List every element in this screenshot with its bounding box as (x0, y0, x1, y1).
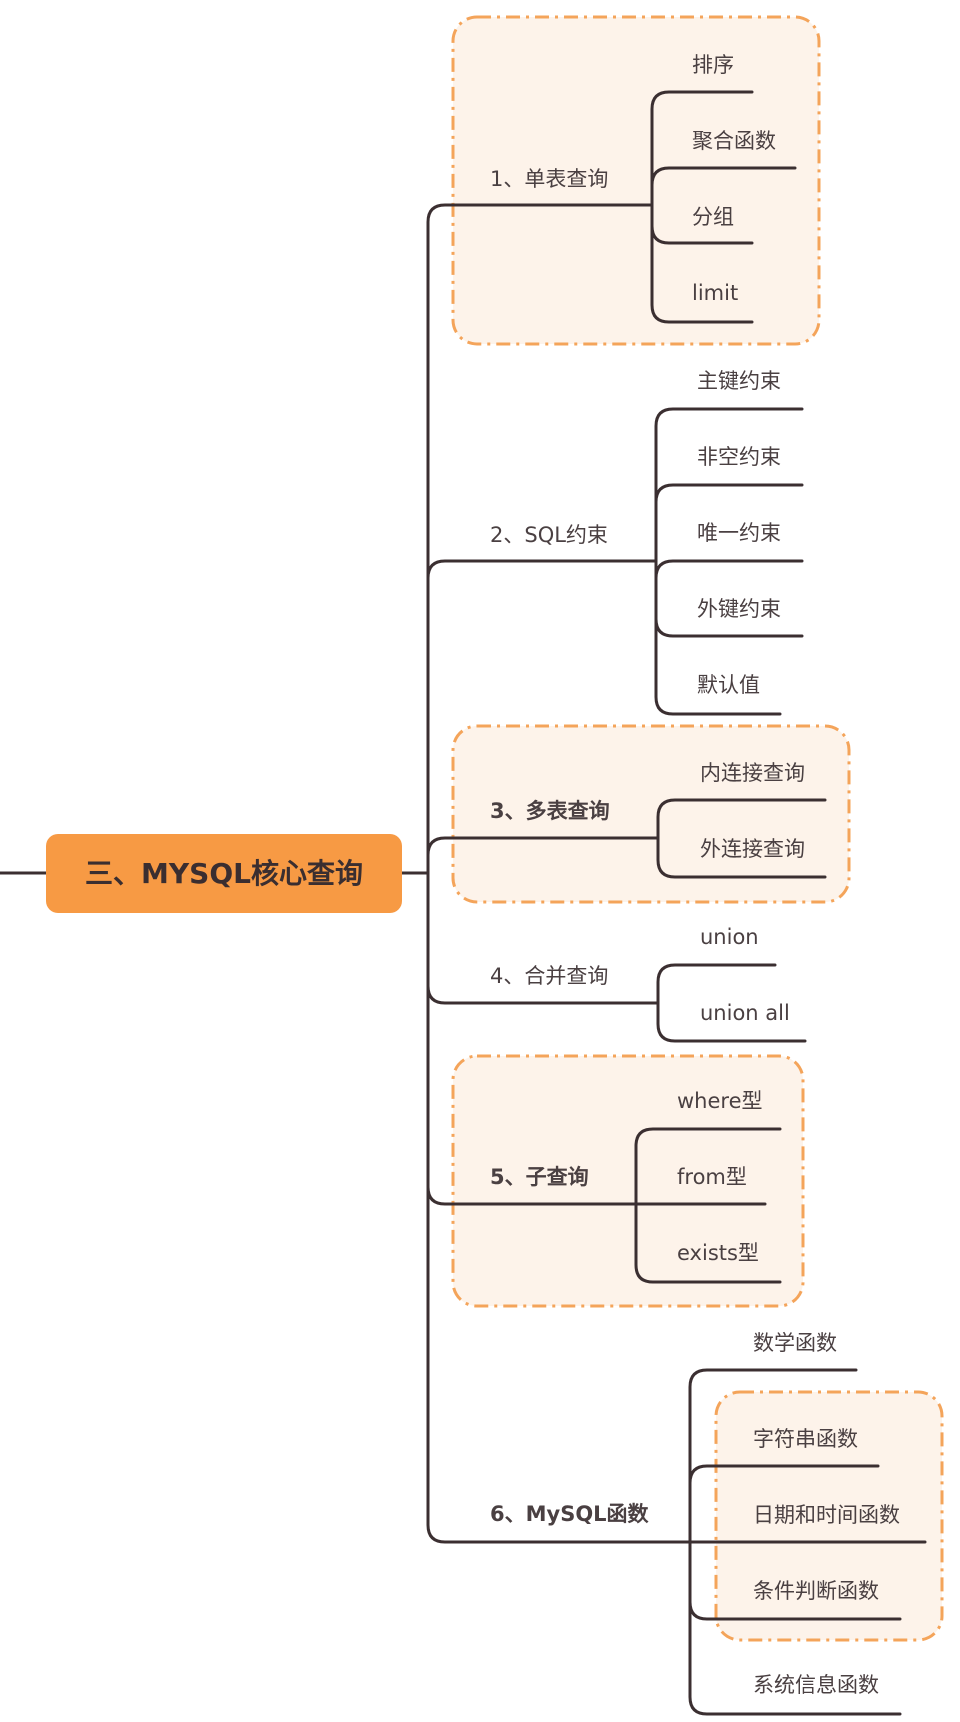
branch-1-edges (650, 90, 797, 324)
leaf-2-4[interactable]: 外键约束 (697, 597, 781, 621)
leaf-6-3[interactable]: 日期和时间函数 (753, 1503, 900, 1527)
branch-3-edges (656, 798, 827, 879)
branch-4-edges (656, 963, 807, 1043)
root-label: 三、MYSQL核心查询 (85, 857, 363, 890)
leaf-6-5[interactable]: 系统信息函数 (753, 1673, 879, 1697)
leaf-6-4[interactable]: 条件判断函数 (753, 1579, 879, 1603)
trunk-edge (426, 203, 927, 1544)
leaf-2-1[interactable]: 主键约束 (697, 369, 781, 393)
leaf-2-2[interactable]: 非空约束 (697, 445, 781, 469)
leaf-5-3[interactable]: exists型 (677, 1241, 759, 1265)
highlight-box-multi-table (451, 724, 851, 904)
branch-6-edges (688, 1368, 902, 1716)
leaf-1-2[interactable]: 聚合函数 (692, 129, 776, 153)
branch-label-2[interactable]: 2、SQL约束 (490, 523, 608, 547)
branch-label-3[interactable]: 3、多表查询 (490, 799, 610, 823)
leaf-1-1[interactable]: 排序 (692, 53, 734, 77)
leaf-5-2[interactable]: from型 (677, 1165, 747, 1189)
highlight-box-functions (714, 1390, 944, 1642)
leaf-5-1[interactable]: where型 (677, 1089, 763, 1113)
leaf-3-2[interactable]: 外连接查询 (700, 837, 805, 861)
leaf-2-3[interactable]: 唯一约束 (697, 521, 781, 545)
root-node[interactable] (46, 834, 402, 913)
highlight-box-single-table (451, 15, 821, 346)
leaf-4-1[interactable]: union (700, 925, 759, 949)
branch-label-4[interactable]: 4、合并查询 (490, 964, 608, 988)
leaf-1-3[interactable]: 分组 (692, 205, 734, 229)
branch-label-5[interactable]: 5、子查询 (490, 1165, 589, 1189)
leaf-2-5[interactable]: 默认值 (697, 673, 760, 697)
leaf-3-1[interactable]: 内连接查询 (700, 761, 805, 785)
highlight-box-subquery (451, 1054, 805, 1308)
leaf-1-4[interactable]: limit (692, 281, 738, 305)
branch-label-6[interactable]: 6、MySQL函数 (490, 1502, 650, 1526)
branch-label-1[interactable]: 1、单表查询 (490, 167, 608, 191)
leaf-6-2[interactable]: 字符串函数 (753, 1427, 858, 1451)
leaf-6-1[interactable]: 数学函数 (753, 1331, 837, 1355)
leaf-4-2[interactable]: union all (700, 1001, 790, 1025)
branch-2-edges (654, 407, 804, 716)
branch-5-edges (634, 1127, 782, 1284)
